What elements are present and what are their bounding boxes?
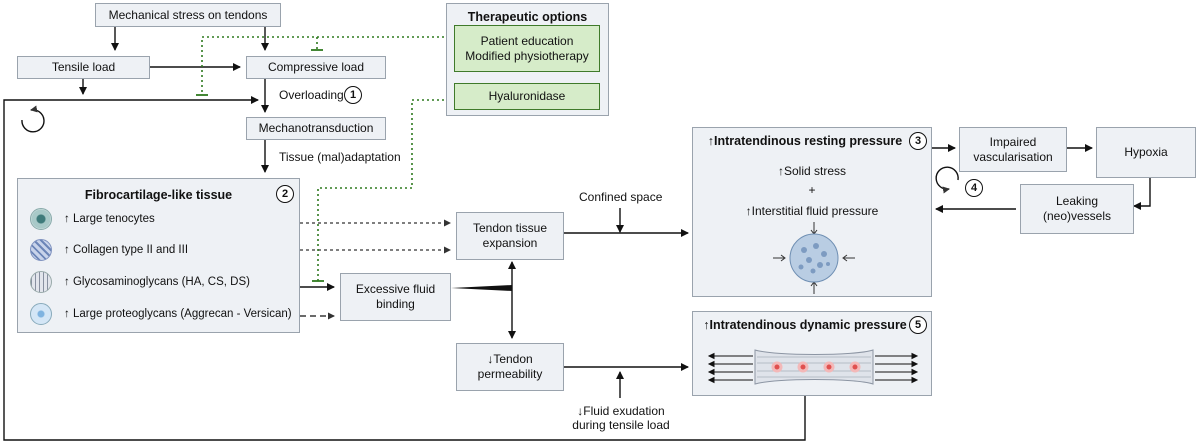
step-5-badge: 5 (909, 316, 927, 334)
permeability-box: ↓Tendon permeability (456, 343, 564, 391)
glycosaminoglycans-label: ↑ Glycosaminoglycans (HA, CS, DS) (64, 276, 250, 288)
glycosaminoglycans-row: ↑ Glycosaminoglycans (HA, CS, DS) (30, 271, 250, 293)
compressed-tissue-illustration (773, 222, 855, 294)
step-2-badge: 2 (276, 185, 294, 203)
glycosaminoglycan-icon (30, 271, 52, 293)
collagen-row: ↑ Collagen type II and III (30, 239, 188, 261)
hypoxia-box: Hypoxia (1096, 127, 1196, 178)
collagen-label: ↑ Collagen type II and III (64, 244, 189, 256)
resting-pressure-panel: ↑Intratendinous resting pressure 3 ↑Soli… (692, 127, 932, 297)
collagen-icon (30, 239, 52, 261)
fluid-binding-box: Excessive fluid binding (340, 273, 451, 321)
step-4-badge: 4 (965, 179, 983, 197)
adaptation-label: Tissue (mal)adaptation (279, 150, 401, 164)
step-3-badge: 3 (909, 132, 927, 150)
physiotherapy-label: Modified physiotherapy (465, 48, 589, 63)
exudation-line-2: during tensile load (572, 418, 670, 432)
exudation-label: ↓Fluid exudation during tensile load (569, 404, 673, 432)
tissue-expansion-box: Tendon tissue expansion (456, 212, 564, 260)
step-1-badge: 1 (344, 86, 362, 104)
plus-sign: + (808, 183, 816, 197)
therapeutic-title: Therapeutic options (467, 10, 588, 24)
tenocytes-row: ↑ Large tenocytes (30, 208, 155, 230)
dynamic-pressure-panel: ↑Intratendinous dynamic pressure 5 (692, 311, 932, 396)
fibrocartilage-panel: Fibrocartilage-like tissue 2 ↑ Large ten… (17, 178, 300, 333)
tenocytes-label: ↑ Large tenocytes (64, 213, 155, 225)
impaired-vascularisation-box: Impaired vascularisation (959, 127, 1067, 172)
exudation-line-1: ↓Fluid exudation (577, 404, 665, 418)
hyaluronidase-box: Hyaluronidase (454, 83, 600, 110)
overloading-label: Overloading (279, 88, 344, 102)
mechanical-stress-box: Mechanical stress on tendons (95, 3, 281, 27)
education-label: Patient education (480, 33, 574, 48)
dynamic-pressure-title: ↑Intratendinous dynamic pressure (703, 318, 907, 332)
proteoglycans-row: ↑ Large proteoglycans (Aggrecan - Versic… (30, 303, 292, 325)
leaking-vessels-box: Leaking (neo)vessels (1020, 184, 1134, 234)
confined-space-label: Confined space (579, 190, 663, 204)
tendon-stretch-illustration (707, 349, 919, 385)
education-physiotherapy-box: Patient education Modified physiotherapy (454, 25, 600, 72)
proteoglycan-icon (30, 303, 52, 325)
mechanotransduction-box: Mechanotransduction (246, 117, 386, 140)
tenocyte-icon (30, 208, 52, 230)
interstitial-pressure-label: ↑Interstitial fluid pressure (745, 204, 879, 218)
solid-stress-label: ↑Solid stress (777, 164, 847, 178)
resting-pressure-title: ↑Intratendinous resting pressure (707, 134, 903, 148)
fibrocartilage-title: Fibrocartilage-like tissue (84, 188, 233, 202)
proteoglycans-label: ↑ Large proteoglycans (Aggrecan - Versic… (64, 308, 292, 320)
tensile-load-box: Tensile load (17, 56, 150, 79)
compressive-load-box: Compressive load (246, 56, 386, 79)
